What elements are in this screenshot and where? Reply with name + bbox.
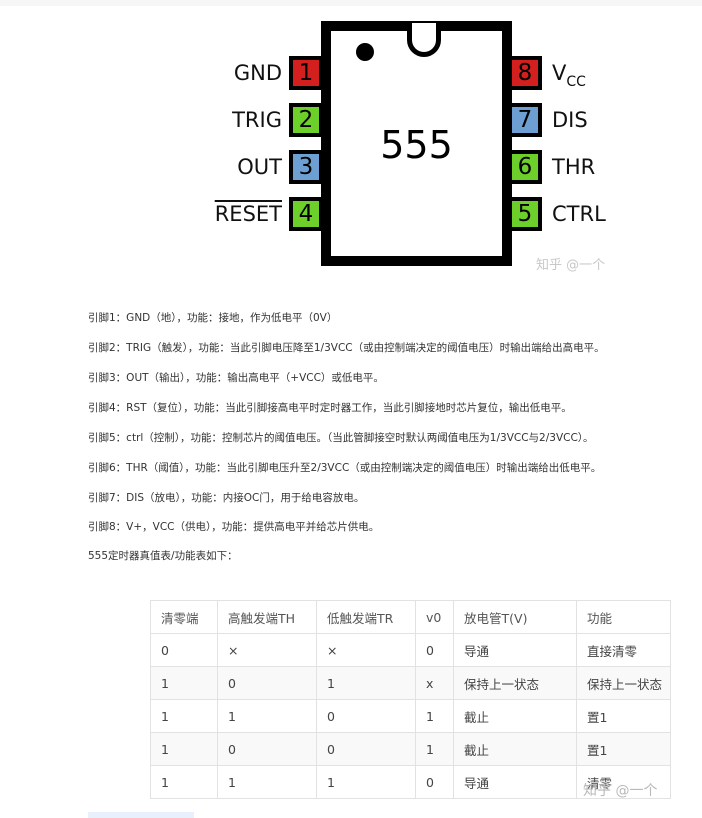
table-header-row: 清零端 高触发端TH 低触发端TR v0 放电管T(V) 功能 [150, 600, 671, 634]
table-cell: 导通 [453, 765, 577, 799]
truth-table-intro: 555定时器真值表/功能表如下： [88, 550, 238, 562]
table-cell: 保持上一状态 [576, 666, 671, 700]
chip-body: 555 [321, 21, 512, 266]
table-cell: 1 [217, 699, 317, 733]
chip-face: 555 [331, 23, 502, 256]
pin-5-box: 5 [508, 197, 542, 231]
pin-3-box: 3 [289, 150, 323, 184]
table-cell: 直接清零 [576, 633, 671, 667]
desc-pin-8: 引脚8：V+，VCC（供电），功能：提供高电平并给芯片供电。 [88, 521, 380, 533]
table-cell: 置1 [576, 699, 671, 733]
table-cell: 保持上一状态 [453, 666, 577, 700]
header-cell: 高触发端TH [217, 600, 317, 634]
table-cell: × [316, 633, 416, 667]
pin-1-box: 1 [289, 56, 323, 90]
pin-8-subscript: CC [566, 74, 586, 90]
table-cell: 截止 [453, 732, 577, 766]
pin-6-box: 6 [508, 150, 542, 184]
table-cell: 1 [316, 666, 416, 700]
pin-1-name: GND [233, 61, 282, 85]
desc-pin-7: 引脚7：DIS（放电），功能：内接OC门，用于给电容放电。 [88, 492, 365, 504]
pin-3-name: OUT [237, 155, 282, 179]
pin-6-name: THR [552, 155, 596, 179]
pin-7-name: DIS [552, 108, 588, 132]
pin1-marker-dot [356, 43, 374, 61]
table-row: 1 0 0 1 截止 置1 [150, 732, 671, 766]
pin-8-name: VCC [552, 61, 586, 90]
chip-label: 555 [380, 123, 453, 167]
diagram-watermark: 知乎 @一个 [536, 258, 606, 273]
desc-pin-4: 引脚4：RST（复位），功能：当此引脚接高电平时定时器工作，当此引脚接地时芯片复… [88, 402, 572, 414]
table-cell: 1 [150, 699, 218, 733]
desc-pin-1: 引脚1：GND（地），功能：接地，作为低电平（0V） [88, 312, 338, 324]
pin-7-box: 7 [508, 103, 542, 137]
table-cell: 1 [150, 666, 218, 700]
table-row: 1 1 0 1 截止 置1 [150, 699, 671, 733]
header-cell: 放电管T(V) [453, 600, 577, 634]
header-cell: 功能 [576, 600, 671, 634]
desc-pin-3: 引脚3：OUT（输出），功能：输出高电平（+VCC）或低电平。 [88, 372, 384, 384]
table-cell: 1 [415, 699, 454, 733]
desc-pin-2: 引脚2：TRIG（触发），功能：当此引脚电压降至1/3VCC（或由控制端决定的阈… [88, 342, 605, 354]
table-cell: 置1 [576, 732, 671, 766]
pin-4-box: 4 [289, 197, 323, 231]
pin-8-box: 8 [508, 56, 542, 90]
table-watermark: 知乎 @一个 [583, 783, 658, 799]
table-cell: 0 [217, 666, 317, 700]
truth-table: 清零端 高触发端TH 低触发端TR v0 放电管T(V) 功能 0 × × 0 … [150, 600, 671, 799]
top-bar [0, 0, 702, 6]
table-cell: 0 [415, 633, 454, 667]
table-cell: 1 [150, 765, 218, 799]
table-row: 1 1 1 0 导通 清零 [150, 765, 671, 799]
table-cell: 截止 [453, 699, 577, 733]
table-cell: 清零 [576, 765, 671, 799]
table-cell: 1 [316, 765, 416, 799]
table-cell: 1 [217, 765, 317, 799]
table-cell: 1 [150, 732, 218, 766]
table-row: 0 × × 0 导通 直接清零 [150, 633, 671, 667]
pin-5-name: CTRL [552, 202, 606, 226]
pin-2-box: 2 [289, 103, 323, 137]
table-cell: 1 [415, 732, 454, 766]
table-cell: 0 [415, 765, 454, 799]
chip-notch [407, 23, 441, 57]
table-cell: 0 [316, 699, 416, 733]
header-cell: v0 [415, 600, 454, 634]
header-cell: 低触发端TR [316, 600, 416, 634]
table-cell: 0 [316, 732, 416, 766]
desc-pin-6: 引脚6：THR（阈值），功能：当此引脚电压升至2/3VCC（或由控制端决定的阈值… [88, 462, 602, 474]
bottom-toolbar-hint [88, 812, 194, 818]
header-cell: 清零端 [150, 600, 218, 634]
desc-pin-5: 引脚5：ctrl（控制），功能：控制芯片的阈值电压。（当此管脚接空时默认两阈值电… [88, 432, 594, 444]
pin-2-name: TRIG [232, 108, 282, 132]
table-cell: 0 [150, 633, 218, 667]
table-cell: × [217, 633, 317, 667]
table-cell: x [415, 666, 454, 700]
table-cell: 导通 [453, 633, 577, 667]
table-row: 1 0 1 x 保持上一状态 保持上一状态 [150, 666, 671, 700]
table-cell: 0 [217, 732, 317, 766]
pin-4-name: RESET [214, 202, 282, 226]
